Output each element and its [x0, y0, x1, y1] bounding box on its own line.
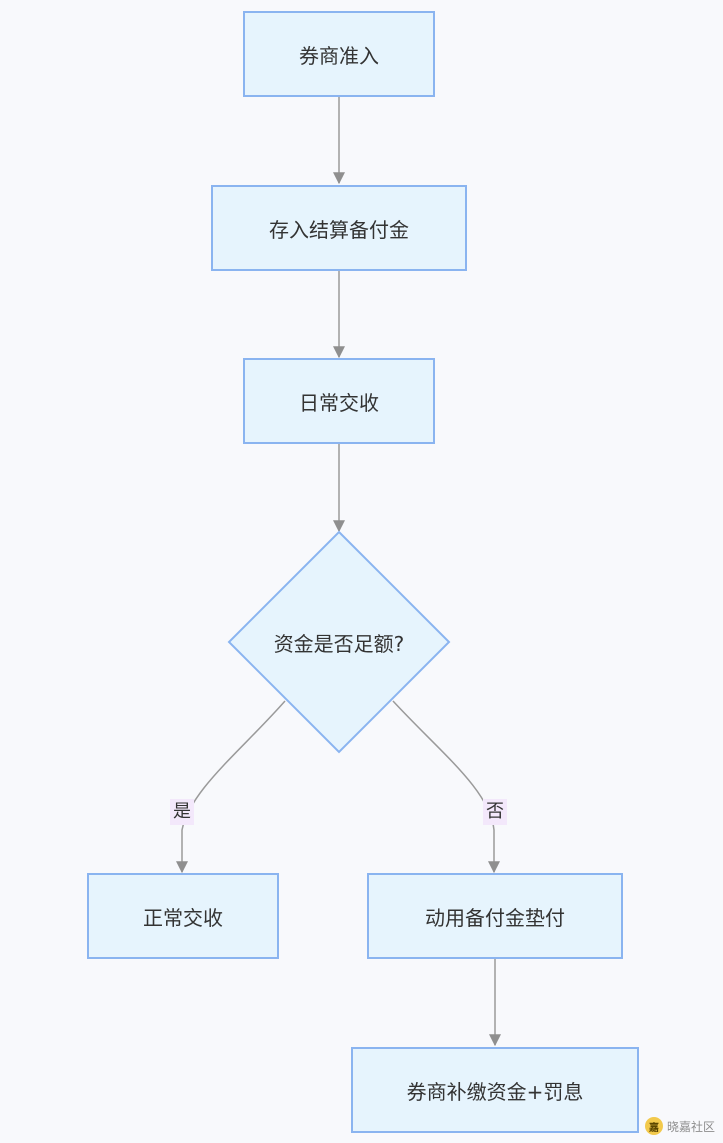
- node-use-reserve-advance: 动用备付金垫付: [367, 873, 623, 959]
- watermark-logo-icon: 嘉: [644, 1117, 663, 1135]
- node-broker-admission: 券商准入: [243, 11, 435, 97]
- edge-decision-to-no: [392, 700, 500, 874]
- node-use-reserve-advance-label: 动用备付金垫付: [425, 905, 565, 930]
- node-daily-settlement: 日常交收: [243, 358, 435, 444]
- node-daily-settlement-label: 日常交收: [299, 390, 379, 415]
- edge-label-yes: 是: [170, 799, 194, 825]
- node-deposit-settlement-reserve: 存入结算备付金: [211, 185, 467, 271]
- node-broker-repay-with-penalty-label: 券商补缴资金+罚息: [406, 1079, 584, 1104]
- node-normal-settlement-label: 正常交收: [143, 905, 223, 930]
- watermark: 嘉 晓嘉社区: [644, 1117, 715, 1135]
- node-broker-repay-with-penalty: 券商补缴资金+罚息: [351, 1047, 639, 1133]
- node-normal-settlement: 正常交收: [87, 873, 279, 959]
- decision-diamond: [227, 530, 451, 754]
- edge-decision-to-yes: [176, 700, 286, 874]
- decision-funds-sufficient-text: 资金是否足额?: [273, 631, 405, 656]
- watermark-text: 晓嘉社区: [666, 1119, 715, 1134]
- edge-label-no: 否: [483, 799, 507, 825]
- decision-funds-sufficient-label: 资金是否足额?: [249, 622, 429, 662]
- node-deposit-settlement-reserve-label: 存入结算备付金: [269, 217, 409, 242]
- node-broker-admission-label: 券商准入: [299, 43, 379, 68]
